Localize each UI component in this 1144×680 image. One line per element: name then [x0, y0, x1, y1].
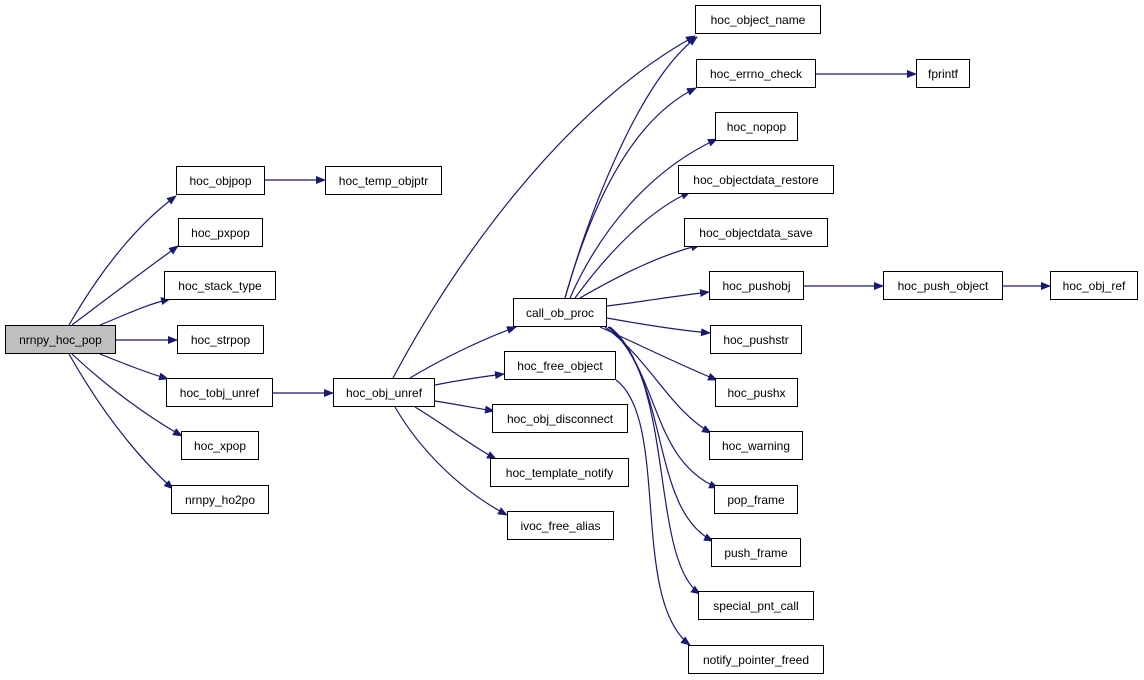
node-special-pnt-call[interactable]: special_pnt_call — [698, 591, 814, 620]
edge-hoc-obj-unref-hoc-obj-disconnect — [434, 400, 495, 414]
edge-hoc-obj-unref-call-ob-proc — [409, 326, 517, 379]
node-hoc-template-notify[interactable]: hoc_template_notify — [490, 458, 629, 487]
edge-nrnpy-hoc-pop-hoc-stack-type — [99, 297, 171, 326]
edge-call-ob-proc-hoc-objectdata-save — [579, 243, 701, 299]
node-hoc-pushx[interactable]: hoc_pushx — [715, 378, 798, 407]
node-hoc-objectdata-restore[interactable]: hoc_objectdata_restore — [678, 165, 834, 194]
node-hoc-pushobj[interactable]: hoc_pushobj — [709, 271, 804, 300]
node-hoc-stack-type[interactable]: hoc_stack_type — [164, 271, 276, 300]
node-hoc-objpop[interactable]: hoc_objpop — [176, 166, 265, 195]
edge-hoc-obj-unref-hoc-template-notify — [414, 406, 497, 460]
node-hoc-warning[interactable]: hoc_warning — [709, 431, 803, 460]
node-notify-pointer-freed[interactable]: notify_pointer_freed — [688, 645, 824, 674]
node-hoc-xpop[interactable]: hoc_xpop — [181, 431, 259, 460]
node-hoc-pushstr[interactable]: hoc_pushstr — [710, 325, 802, 354]
node-hoc-temp-objptr[interactable]: hoc_temp_objptr — [325, 166, 442, 195]
node-hoc-obj-disconnect[interactable]: hoc_obj_disconnect — [492, 404, 628, 433]
node-hoc-tobj-unref[interactable]: hoc_tobj_unref — [166, 378, 273, 407]
node-hoc-obj-unref[interactable]: hoc_obj_unref — [333, 378, 435, 407]
edge-nrnpy-hoc-pop-nrnpy-ho2po — [68, 353, 174, 490]
node-hoc-free-object[interactable]: hoc_free_object — [504, 351, 616, 380]
node-hoc-obj-ref[interactable]: hoc_obj_ref — [1050, 271, 1138, 300]
edge-call-ob-proc-hoc-errno-check — [564, 87, 697, 299]
node-hoc-push-object[interactable]: hoc_push_object — [883, 271, 1003, 300]
node-pop-frame[interactable]: pop_frame — [714, 485, 798, 514]
node-nrnpy-ho2po[interactable]: nrnpy_ho2po — [171, 485, 269, 514]
edge-call-ob-proc-hoc-nopop — [569, 138, 718, 299]
node-hoc-nopop[interactable]: hoc_nopop — [715, 112, 798, 141]
edge-hoc-obj-unref-ivoc-free-alias — [394, 406, 508, 516]
node-hoc-objectdata-save[interactable]: hoc_objectdata_save — [684, 218, 828, 247]
node-nrnpy-hoc-pop: nrnpy_hoc_pop — [5, 325, 116, 354]
edge-call-ob-proc-special-pnt-call — [609, 326, 701, 595]
node-ivoc-free-alias[interactable]: ivoc_free_alias — [507, 511, 614, 540]
edge-hoc-free-object-notify-pointer-freed — [615, 379, 691, 646]
edge-call-ob-proc-hoc-objectdata-restore — [574, 191, 691, 299]
edge-nrnpy-hoc-pop-hoc-objpop — [68, 195, 177, 326]
edge-nrnpy-hoc-pop-hoc-pxpop — [71, 245, 179, 326]
node-hoc-object-name[interactable]: hoc_object_name — [695, 5, 821, 34]
edge-hoc-obj-unref-hoc-free-object — [434, 371, 505, 386]
edge-call-ob-proc-push-frame — [608, 326, 714, 542]
node-hoc-strpop[interactable]: hoc_strpop — [177, 325, 264, 354]
edge-nrnpy-hoc-pop-hoc-xpop — [71, 353, 183, 437]
edge-call-ob-proc-hoc-pushstr — [606, 317, 711, 337]
node-hoc-pxpop[interactable]: hoc_pxpop — [178, 218, 263, 247]
node-hoc-errno-check[interactable]: hoc_errno_check — [696, 59, 816, 88]
node-push-frame[interactable]: push_frame — [711, 538, 801, 567]
node-call-ob-proc[interactable]: call_ob_proc — [513, 298, 607, 327]
edge-call-ob-proc-hoc-pushobj — [606, 289, 710, 307]
edge-nrnpy-hoc-pop-hoc-tobj-unref — [99, 353, 169, 381]
node-fprintf[interactable]: fprintf — [916, 59, 970, 88]
edge-hoc-obj-unref-hoc-object-name — [392, 35, 696, 379]
